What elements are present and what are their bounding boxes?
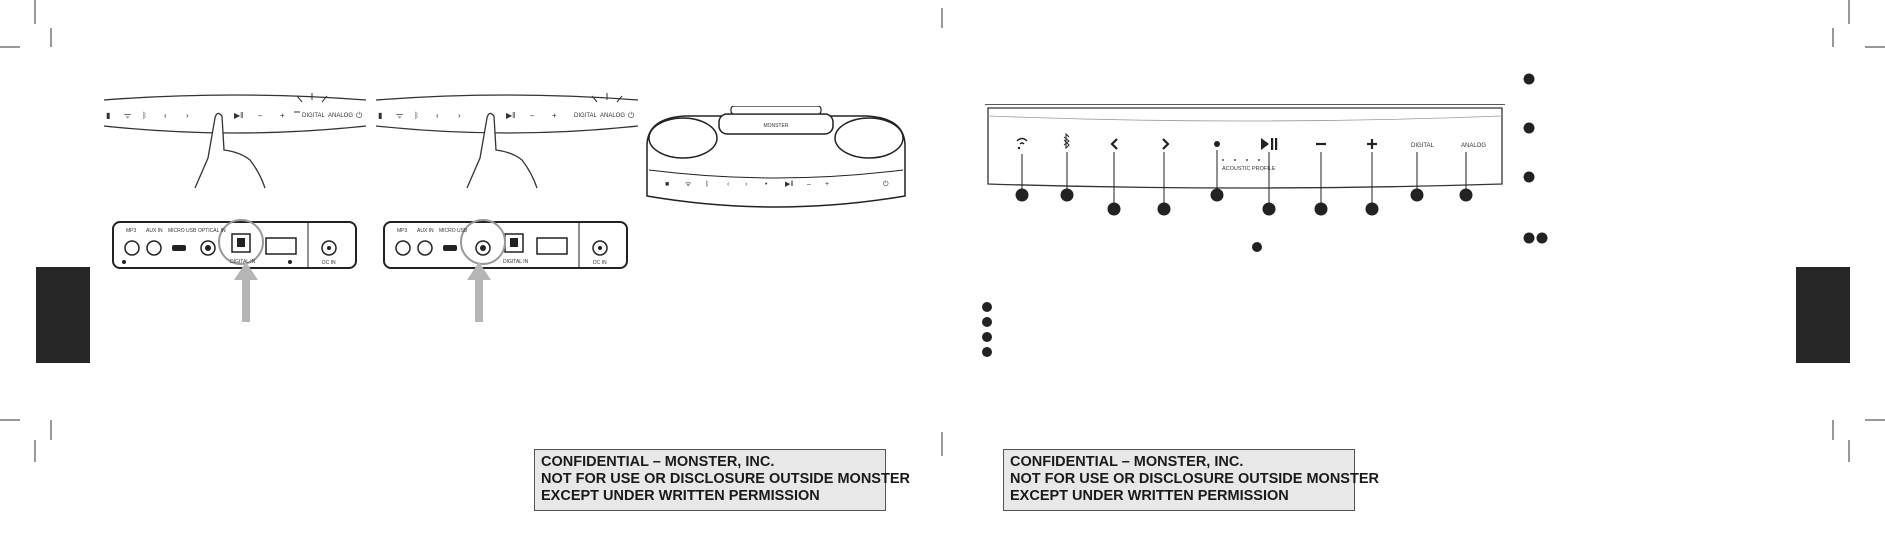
svg-text:⏻: ⏻ (883, 180, 889, 188)
acoustic-profile-label: ACOUSTIC PROFILE (1222, 166, 1276, 172)
right-bullet-markers (982, 242, 1262, 357)
notice-line-1: CONFIDENTIAL – MONSTER, INC. (541, 454, 775, 470)
notice-line-2: NOT FOR USE OR DISCLOSURE OUTSIDE MONSTE… (541, 471, 910, 487)
svg-text:ᛒ: ᛒ (142, 111, 147, 120)
svg-text:DC IN: DC IN (322, 260, 336, 266)
svg-text:MONSTER: MONSTER (764, 123, 789, 129)
svg-text:–: – (258, 111, 263, 120)
right-column-bullets (1523, 73, 1548, 244)
glow-burst-icon (591, 93, 623, 103)
notice-line-1: CONFIDENTIAL – MONSTER, INC. (1010, 454, 1244, 470)
svg-text:⏻: ⏻ (628, 111, 635, 120)
svg-text:DIGITAL IN: DIGITAL IN (230, 259, 256, 265)
svg-text:OPTICAL IN: OPTICAL IN (198, 228, 226, 234)
hand-icon (466, 112, 538, 189)
svg-text:‹: ‹ (164, 111, 167, 120)
digital-label: DIGITAL (1411, 143, 1435, 149)
notice-line-3: EXCEPT UNDER WRITTEN PERMISSION (541, 488, 820, 504)
svg-text:–: – (530, 111, 535, 120)
right-section-tab (1796, 267, 1850, 363)
analog-label: ANALOG (1461, 143, 1486, 149)
svg-text:›: › (745, 181, 748, 188)
svg-text:MICRO USB: MICRO USB (439, 228, 468, 234)
svg-text:▮: ▮ (378, 111, 382, 120)
left-section-tab (36, 267, 90, 363)
step1-port-panel: MP3 AUX IN MICRO USB OPTICAL IN DIGITAL … (112, 219, 357, 269)
svg-text:ᛒ: ᛒ (705, 180, 709, 188)
svg-text:+: + (552, 111, 557, 120)
svg-text:▶‖: ▶‖ (785, 181, 793, 188)
play-pause-icon (1261, 138, 1269, 150)
notice-line-2: NOT FOR USE OR DISCLOSURE OUTSIDE MONSTE… (1010, 471, 1379, 487)
svg-text:+: + (825, 181, 829, 188)
svg-text:⏻: ⏻ (356, 111, 363, 120)
svg-text:ᯤ: ᯤ (396, 111, 403, 120)
svg-text:›: › (458, 111, 461, 120)
svg-text:DIGITAL: DIGITAL (302, 113, 326, 119)
svg-text:•: • (765, 181, 768, 188)
svg-text:AUX IN: AUX IN (417, 228, 434, 234)
right-confidential-notice: CONFIDENTIAL – MONSTER, INC. NOT FOR USE… (1003, 449, 1379, 511)
wifi-icon (1019, 142, 1025, 145)
svg-text:▶‖: ▶‖ (506, 111, 515, 120)
svg-text:MP3: MP3 (126, 228, 137, 234)
svg-text:MP3: MP3 (397, 228, 408, 234)
left-confidential-notice: CONFIDENTIAL – MONSTER, INC. NOT FOR USE… (534, 449, 910, 511)
svg-text:ANALOG: ANALOG (328, 113, 353, 119)
step2-arrow-icon (467, 262, 491, 322)
control-panel-diagram: ACOUSTIC PROFILE DIGITAL ANALOG (985, 104, 1505, 216)
speaker-top-illustration: MONSTER ■ ᯤ ᛒ ‹ › • ▶‖ – + ⏻ (646, 106, 906, 208)
svg-text:MICRO USB: MICRO USB (168, 228, 197, 234)
svg-text:▶‖: ▶‖ (234, 111, 243, 120)
svg-text:ᛒ: ᛒ (414, 111, 419, 120)
svg-text:ANALOG: ANALOG (600, 113, 625, 119)
dot-icon (1214, 141, 1220, 147)
hand-icon (194, 112, 266, 189)
svg-text:DIGITAL: DIGITAL (574, 113, 598, 119)
svg-text:ᯤ: ᯤ (124, 111, 131, 120)
svg-text:▮: ▮ (106, 111, 110, 120)
svg-text:AUX IN: AUX IN (146, 228, 163, 234)
svg-text:DIGITAL IN: DIGITAL IN (503, 259, 529, 265)
glow-burst-icon (294, 93, 328, 113)
step2-port-panel: MP3 AUX IN MICRO USB DIGITAL IN DC IN (383, 219, 628, 269)
svg-text:‹: ‹ (436, 111, 439, 120)
svg-text:■: ■ (665, 181, 669, 188)
step1-arrow-icon (234, 262, 258, 322)
svg-text:+: + (280, 111, 285, 120)
svg-text:ᯤ: ᯤ (685, 181, 692, 188)
notice-line-3: EXCEPT UNDER WRITTEN PERMISSION (1010, 488, 1289, 504)
svg-text:–: – (807, 181, 811, 188)
svg-text:‹: ‹ (727, 181, 730, 188)
svg-text:›: › (186, 111, 189, 120)
svg-text:DC IN: DC IN (593, 260, 607, 266)
